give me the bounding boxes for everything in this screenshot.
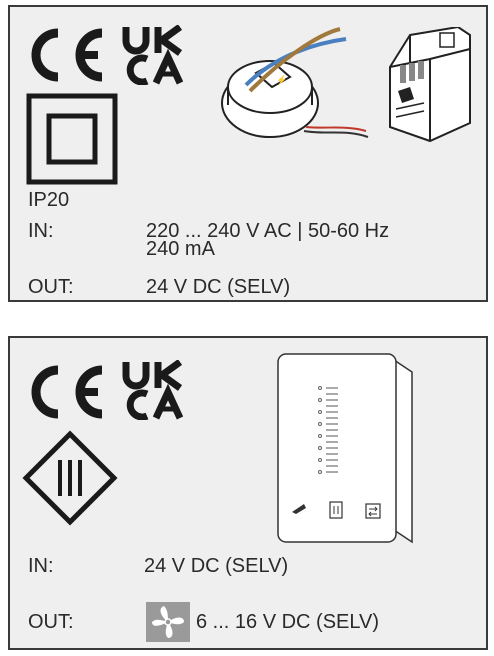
input-label: IN:	[28, 220, 54, 242]
output-voltage: 24 V DC (SELV)	[146, 276, 291, 298]
output-label: OUT:	[28, 611, 74, 633]
input-voltage: 220 ... 240 V AC | 50-60 Hz	[146, 220, 390, 242]
class-ii-icon	[26, 93, 118, 185]
input-voltage: 24 V DC (SELV)	[144, 555, 289, 577]
output-voltage: 6 ... 16 V DC (SELV)	[196, 611, 380, 633]
controller-spec-panel: IN: 24 V DC (SELV) OUT: 6 ... 16 V DC (S…	[8, 336, 488, 650]
ce-icon	[31, 28, 103, 82]
svg-text:⚡: ⚡	[276, 74, 287, 86]
power-supply-spec-panel: ⚡ IP20 IN: 220 ... 240 V AC | 50-60 Hz 2…	[8, 5, 488, 302]
din-rail-power-supply-icon	[389, 27, 471, 143]
class-iii-icon	[22, 430, 118, 526]
output-label: OUT:	[28, 276, 74, 298]
ukca-icon	[122, 360, 184, 420]
wall-controller-icon	[277, 353, 413, 544]
fan-icon	[146, 602, 190, 642]
input-label: IN:	[28, 555, 54, 577]
input-current: 240 mA	[146, 238, 215, 260]
round-module-icon: ⚡	[221, 27, 369, 138]
ip-rating: IP20	[28, 189, 70, 211]
ukca-icon	[122, 25, 184, 85]
ce-icon	[31, 365, 103, 419]
